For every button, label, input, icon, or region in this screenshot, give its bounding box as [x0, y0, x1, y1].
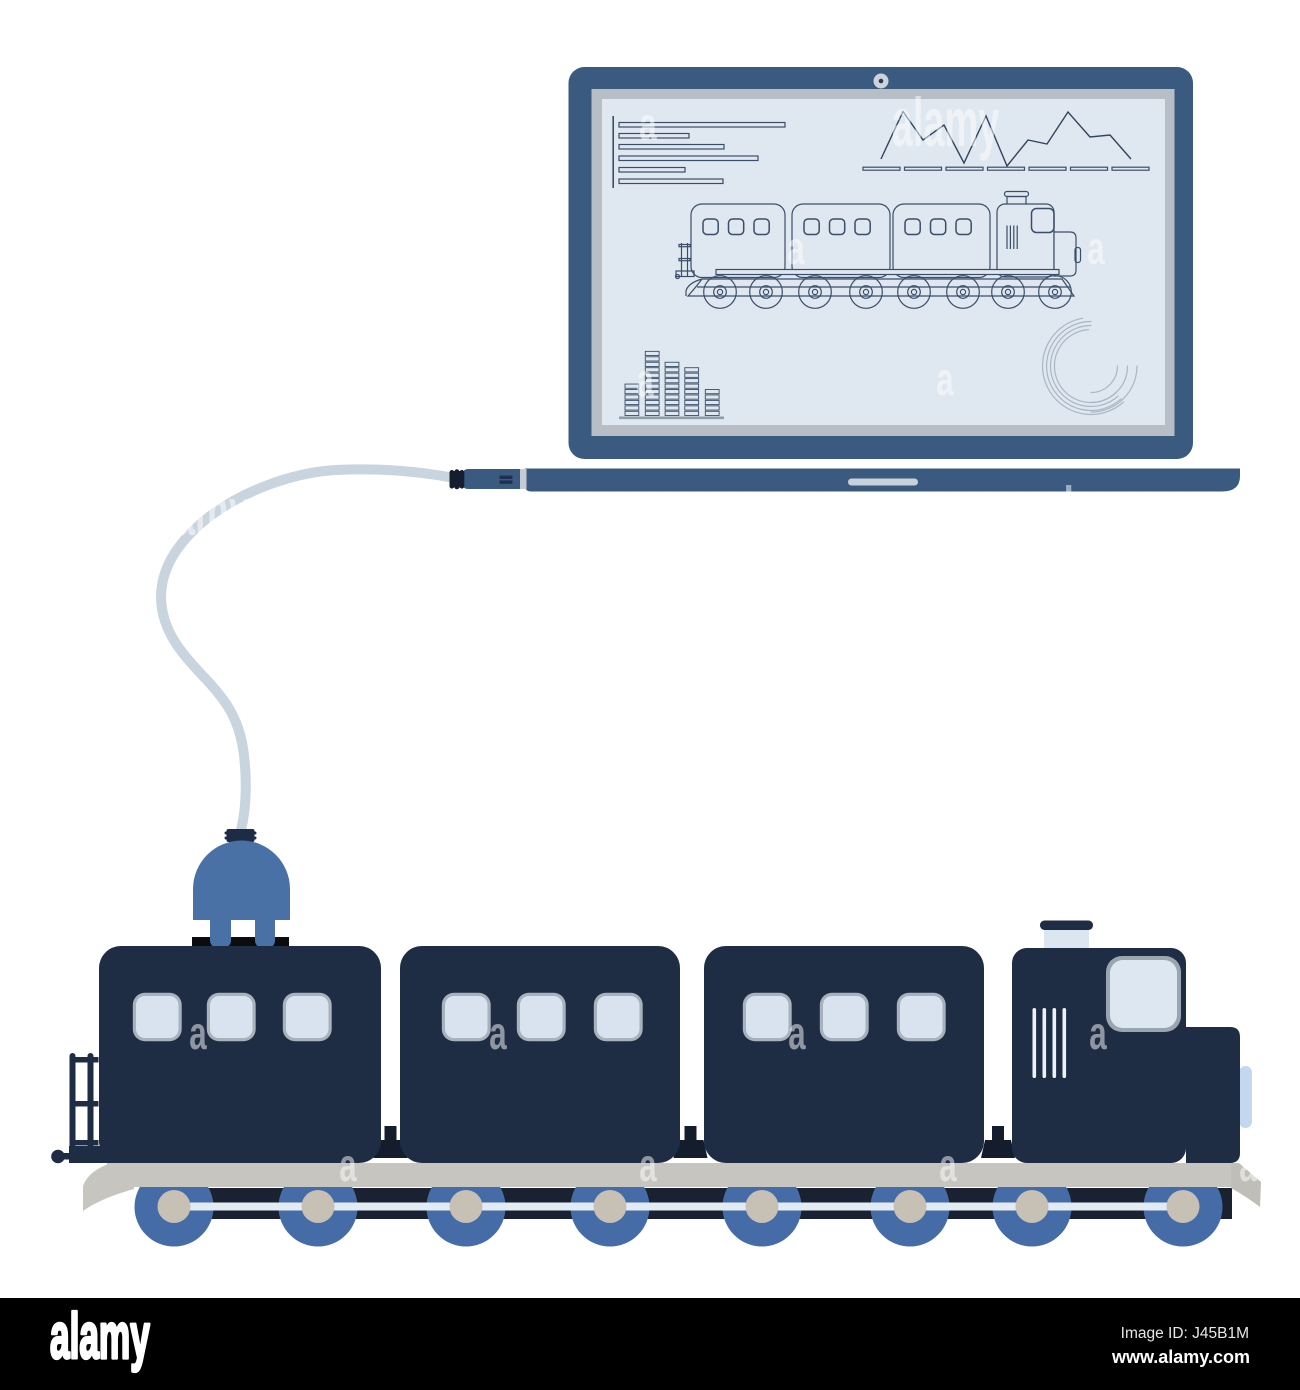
svg-text:a: a [788, 1008, 806, 1059]
svg-text:alamy: alamy [1042, 473, 1150, 550]
svg-text:a: a [639, 1140, 657, 1191]
svg-text:a: a [636, 355, 654, 406]
svg-text:alamy: alamy [50, 1300, 150, 1372]
svg-text:a: a [1239, 1140, 1257, 1191]
svg-text:Image ID: J45B1M: Image ID: J45B1M [1121, 1325, 1249, 1342]
svg-text:a: a [339, 1140, 357, 1191]
svg-text:a: a [787, 223, 805, 274]
svg-text:a: a [1087, 223, 1105, 274]
svg-text:alamy: alamy [142, 473, 250, 550]
svg-text:a: a [939, 1140, 957, 1191]
svg-text:www.alamy.com: www.alamy.com [1111, 1347, 1250, 1367]
svg-text:a: a [489, 1008, 507, 1059]
svg-text:a: a [639, 99, 657, 150]
svg-text:a: a [936, 354, 954, 405]
svg-text:alamy: alamy [892, 84, 1000, 161]
svg-text:a: a [1089, 1008, 1107, 1059]
svg-text:a: a [189, 1008, 207, 1059]
